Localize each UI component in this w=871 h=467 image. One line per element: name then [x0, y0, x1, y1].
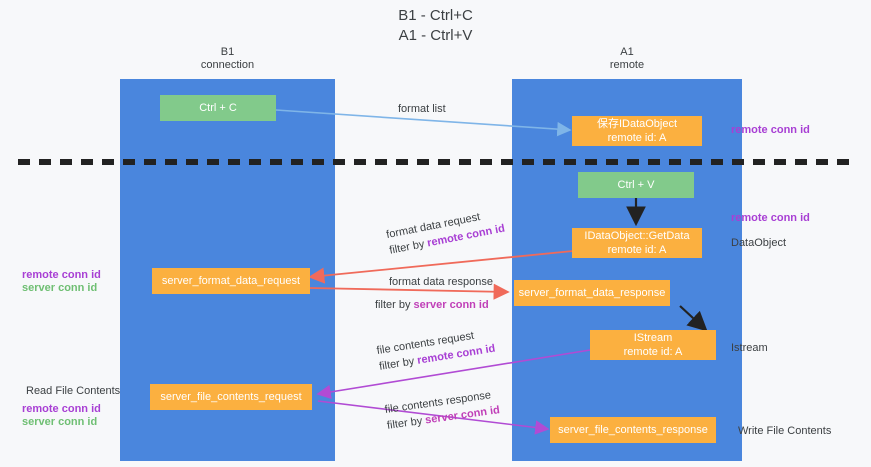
edge-label-file-contents-request: file contents request filter by remote c… [376, 326, 497, 374]
box-server-format-data-request[interactable]: server_format_data_request [152, 268, 310, 294]
box-istream-title: IStream [633, 332, 673, 344]
filter-prefix-2: filter by [375, 299, 414, 311]
right-annotation-remote-conn-id-mid: remote conn id [731, 212, 810, 224]
filter-prefix-3: filter by [378, 354, 419, 373]
right-annotation-write-file-contents: Write File Contents [738, 425, 832, 437]
box-idataobject-getdata[interactable]: IDataObject::GetData remote id: A [572, 228, 702, 258]
left-annotation-server-conn-id-low: server conn id [22, 416, 98, 428]
edge-label-format-data-request: format data request filter by remote con… [385, 206, 506, 258]
left-annotation-server-conn-id-mid: server conn id [22, 282, 98, 294]
right-annotation-istream: Istream [731, 342, 768, 354]
lane-header-a1: A1 remote [512, 46, 742, 72]
right-annotation-remote-conn-id-top: remote conn id [731, 124, 810, 136]
edge-label-format-data-response: format data response [389, 276, 493, 288]
box-istream-sub: remote id: A [623, 346, 683, 358]
box-getdata-sub: remote id: A [607, 244, 667, 256]
lane-header-b1-sub: connection [200, 59, 255, 71]
box-idataobject-sub: remote id: A [607, 132, 667, 144]
lane-header-b1-name: B1 [220, 46, 235, 58]
title-line-2: A1 - Ctrl+V [398, 27, 473, 44]
box-ctrl-c-label: Ctrl + C [199, 102, 237, 114]
lane-header-a1-name: A1 [620, 46, 634, 58]
left-annotation-read-file-contents: Read File Contents [26, 385, 121, 397]
box-istream[interactable]: IStream remote id: A [590, 330, 716, 360]
box-server-format-data-request-label: server_format_data_request [161, 275, 301, 287]
box-server-file-contents-response-label: server_file_contents_response [558, 424, 708, 436]
box-getdata-title: IDataObject::GetData [584, 230, 690, 242]
left-annotation-remote-conn-id-mid: remote conn id [22, 269, 101, 281]
filter-key-server-conn-id-1: server conn id [413, 299, 489, 311]
box-ctrl-v[interactable]: Ctrl + V [578, 172, 694, 198]
box-server-format-data-response[interactable]: server_format_data_response [514, 280, 670, 306]
left-annotation-remote-conn-id-low: remote conn id [22, 403, 101, 415]
title-line-1: B1 - Ctrl+C [398, 7, 473, 24]
filter-prefix-4: filter by [386, 414, 427, 432]
box-idataobject-title: 保存IDataObject [596, 118, 678, 130]
box-server-file-contents-response[interactable]: server_file_contents_response [550, 417, 716, 443]
lane-header-a1-sub: remote [609, 59, 645, 71]
edge-label-format-data-response-filter: filter by server conn id [375, 298, 489, 312]
box-idataobject[interactable]: 保存IDataObject remote id: A [572, 116, 702, 146]
box-server-format-data-response-label: server_format_data_response [518, 287, 666, 299]
box-server-file-contents-request-label: server_file_contents_request [160, 391, 302, 403]
right-annotation-dataobject: DataObject [731, 237, 787, 249]
edge-label-file-contents-response: file contents response filter by server … [384, 387, 501, 433]
lane-header-b1: B1 connection [120, 46, 335, 72]
edge-label-format-list: format list [398, 103, 446, 115]
box-server-file-contents-request[interactable]: server_file_contents_request [150, 384, 312, 410]
box-ctrl-c[interactable]: Ctrl + C [160, 95, 276, 121]
box-ctrl-v-label: Ctrl + V [617, 179, 655, 191]
page-title: B1 - Ctrl+C A1 - Ctrl+V [0, 6, 871, 46]
